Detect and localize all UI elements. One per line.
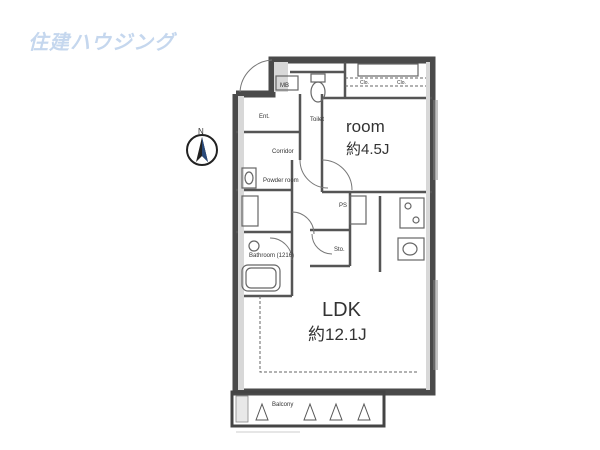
corridor-label: Corridor (272, 149, 294, 155)
mb-box (275, 75, 299, 91)
ps-box (349, 195, 367, 225)
ldk-size: 約12.1J (308, 325, 367, 344)
compass-north-label: N (198, 127, 204, 136)
bathtub-fixture (241, 264, 281, 292)
fixtures (241, 63, 425, 292)
mb-label: MB (280, 83, 289, 89)
room-name: room (346, 117, 385, 136)
door-swings (269, 159, 353, 261)
ldk-name: LDK (322, 299, 362, 321)
balcony (230, 390, 386, 433)
balcony-label: Balcony (272, 402, 293, 408)
room-size: 約4.5J (346, 141, 389, 158)
closet-label-2: Clo. (397, 80, 406, 86)
wall-fill (238, 62, 430, 390)
storage-label: Sto. (334, 247, 345, 253)
toilet-fixture (310, 81, 326, 103)
ps-label: PS (339, 203, 347, 209)
bathroom-label: Bathroom (1216) (249, 253, 294, 259)
closet-label-1: Clo. (360, 80, 369, 86)
kitchen-stove (399, 197, 425, 229)
windows (433, 100, 438, 370)
compass: N (186, 127, 218, 166)
ent-label: Ent. (259, 114, 270, 120)
washbasin-fixture (241, 167, 257, 189)
powder-room-label: Powder room (263, 178, 299, 184)
entrance-door-arc (239, 59, 273, 93)
toilet-label: Toilet (310, 117, 324, 123)
interior-walls (236, 62, 432, 298)
closet-lines (259, 77, 426, 373)
watermark-logo: 住建ハウジング (28, 30, 175, 54)
kitchen-sink (397, 237, 425, 261)
